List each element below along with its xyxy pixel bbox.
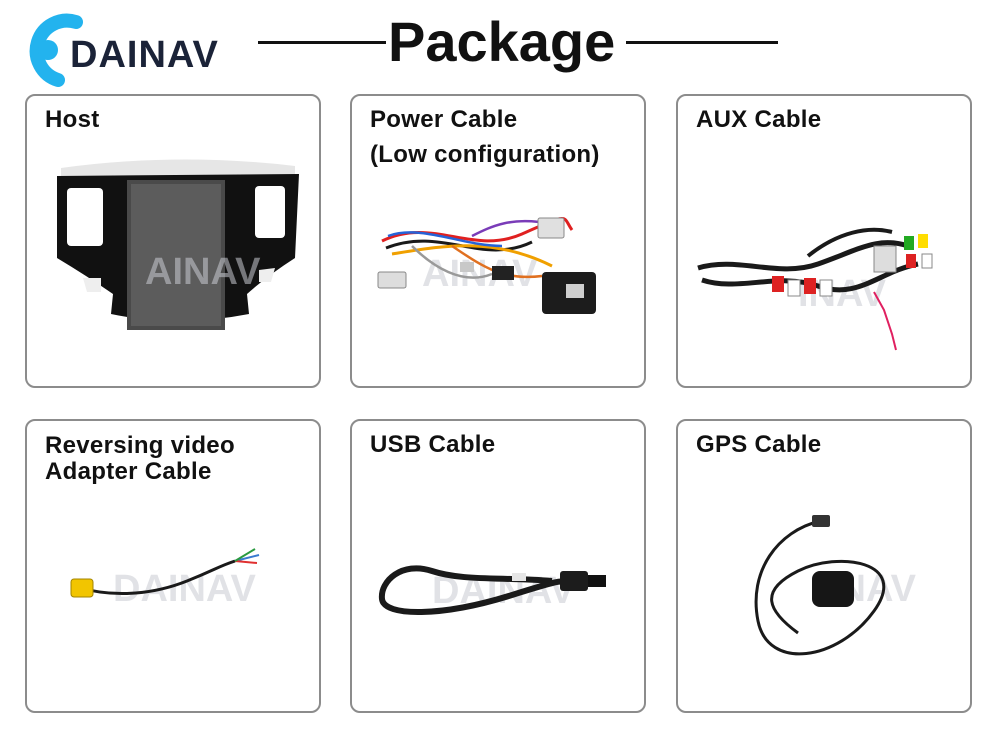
- package-item-host: AINAV Host: [25, 94, 321, 388]
- car-stereo-host-icon: AINAV: [57, 159, 299, 330]
- package-item-power-cable: AINAV Power Cable (Low configuration): [350, 94, 646, 388]
- item-title: AUX Cable: [696, 106, 822, 133]
- page-title: Package: [388, 10, 616, 73]
- package-item-usb-cable: DAINAV USB Cable: [350, 419, 646, 713]
- brand-logo: DAINAV: [14, 8, 229, 88]
- title-divider-left: [258, 41, 386, 44]
- item-title: Power Cable (Low configuration): [370, 106, 600, 168]
- page-header: Package: [258, 8, 778, 76]
- aux-rca-cable-icon: INAV: [697, 227, 933, 351]
- title-divider-right: [626, 41, 778, 44]
- power-harness-icon: AINAV: [377, 217, 596, 314]
- svg-text:DAINAV: DAINAV: [113, 568, 257, 610]
- watermark: AINAV: [145, 251, 261, 293]
- usb-cable-icon: DAINAV: [378, 565, 606, 616]
- gps-antenna-icon: INAV: [754, 515, 917, 656]
- package-item-reversing-video-cable: DAINAV Reversing video Adapter Cable: [25, 419, 321, 713]
- item-title: Host: [45, 106, 100, 133]
- item-title: USB Cable: [370, 431, 496, 458]
- item-title: Reversing video Adapter Cable: [45, 432, 235, 485]
- brand-logo-icon: [29, 13, 83, 87]
- brand-name: DAINAV: [70, 34, 219, 76]
- rca-adapter-cable-icon: DAINAV: [70, 548, 260, 610]
- item-title: GPS Cable: [696, 431, 822, 458]
- svg-text:AINAV: AINAV: [422, 253, 538, 295]
- package-item-aux-cable: INAV AUX Cable: [676, 94, 972, 388]
- package-item-gps-cable: INAV GPS Cable: [676, 419, 972, 713]
